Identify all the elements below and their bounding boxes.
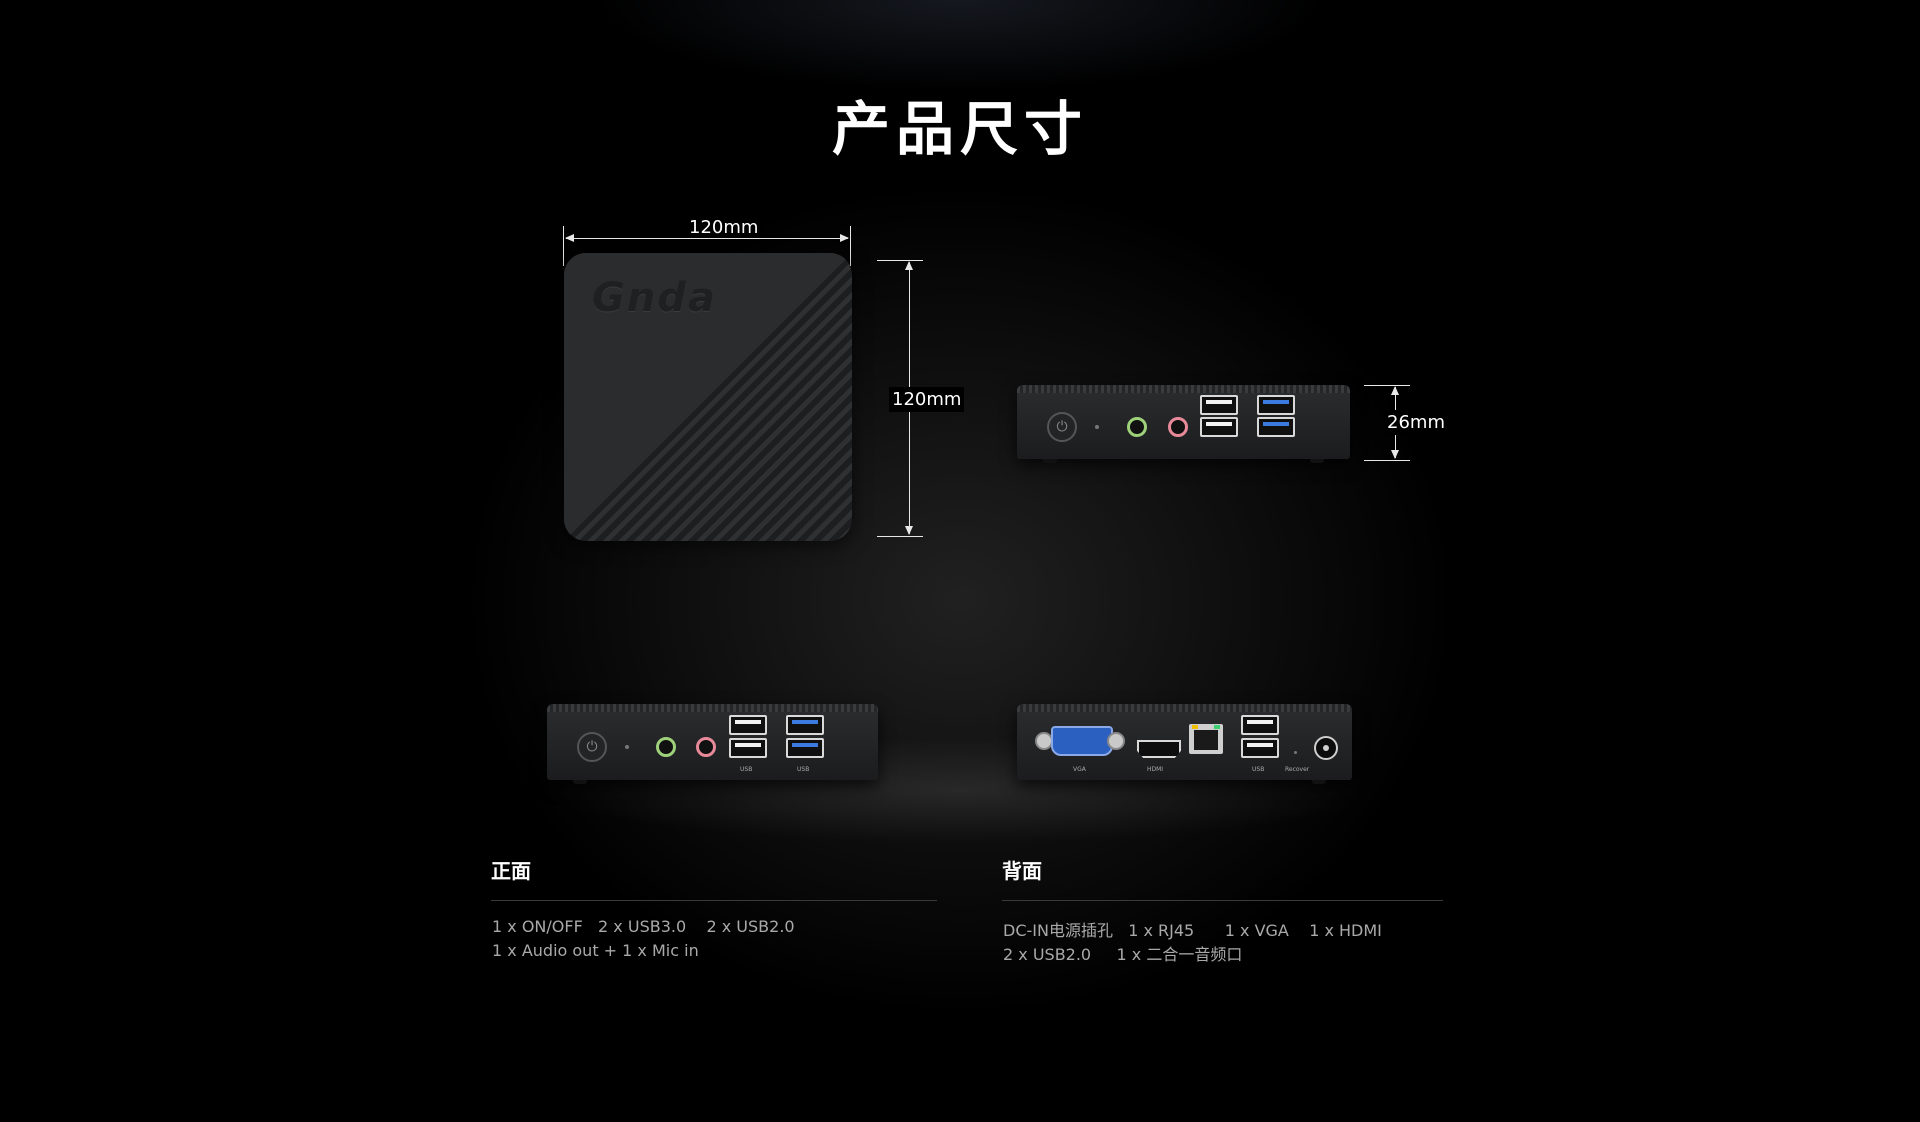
vga-port-icon (1051, 726, 1113, 756)
usb2-port-icon (1200, 395, 1238, 415)
width-extension-left (563, 226, 564, 266)
arrow-up-icon (905, 261, 913, 270)
device-foot (838, 780, 852, 784)
usb3-port-icon (786, 715, 824, 735)
rj45-port-icon (1189, 724, 1223, 754)
dc-in-port-icon (1314, 736, 1338, 760)
front-side-view-image: ⏻ (1017, 385, 1350, 463)
recover-pinhole-icon (1294, 751, 1297, 754)
usb2-port-icon (1241, 715, 1279, 735)
device-foot (1310, 459, 1324, 463)
arrow-down-icon (905, 526, 913, 535)
depth-extension-bottom (877, 536, 923, 537)
led-indicator (1095, 425, 1099, 429)
usb-port-label: USB (797, 766, 810, 773)
vga-port-label: VGA (1073, 766, 1086, 773)
width-dimension-line (566, 238, 848, 239)
mic-jack-icon (1168, 417, 1188, 437)
front-panel-image: ⏻ USB USB (547, 704, 878, 784)
hdmi-port-icon (1137, 740, 1181, 758)
back-spec-line-1: DC-IN电源插孔 1 x RJ45 1 x VGA 1 x HDMI (1003, 921, 1382, 940)
depth-label: 120mm (889, 387, 965, 412)
usb2-port-icon (729, 738, 767, 758)
arrow-left-icon (565, 234, 574, 242)
height-label: 26mm (1385, 410, 1447, 435)
device-foot (1043, 780, 1057, 784)
front-spec-heading: 正面 (491, 859, 531, 883)
led-indicator (625, 745, 629, 749)
device-foot (1043, 459, 1057, 463)
front-spec-line-1: 1 x ON/OFF 2 x USB3.0 2 x USB2.0 (492, 917, 795, 936)
usb-port-label: USB (1252, 766, 1265, 773)
rear-panel-image: VGA HDMI USB Recover (1017, 704, 1352, 784)
back-spec-heading: 背面 (1002, 859, 1042, 883)
device-foot (573, 780, 587, 784)
back-spec-line-2: 2 x USB2.0 1 x 二合一音频口 (1003, 945, 1243, 964)
front-spec-line-2: 1 x Audio out + 1 x Mic in (492, 941, 699, 960)
hdmi-port-label: HDMI (1147, 766, 1164, 773)
arrow-down-icon (1391, 450, 1399, 459)
vga-screw-icon (1107, 732, 1125, 750)
usb-port-label: USB (740, 766, 753, 773)
usb3-port-icon (1257, 395, 1295, 415)
device-foot (1312, 780, 1326, 784)
headphone-jack-icon (1127, 417, 1147, 437)
brand-logo: Gnda (592, 275, 717, 321)
height-extension-top (1364, 385, 1410, 386)
usb2-port-icon (1200, 417, 1238, 437)
width-label: 120mm (685, 217, 763, 238)
usb3-port-icon (786, 738, 824, 758)
usb2-port-icon (1241, 738, 1279, 758)
back-spec-divider (1002, 900, 1443, 901)
device-rim (547, 704, 878, 712)
width-extension-right (850, 226, 851, 266)
arrow-right-icon (840, 234, 849, 242)
mic-jack-icon (696, 737, 716, 757)
device-rim (1017, 704, 1352, 712)
device-rim (1017, 385, 1350, 393)
headphone-jack-icon (656, 737, 676, 757)
arrow-up-icon (1391, 386, 1399, 395)
power-icon: ⏻ (1047, 412, 1077, 442)
top-view-product-image: Gnda (564, 253, 852, 541)
power-icon: ⏻ (577, 732, 607, 762)
usb2-port-icon (729, 715, 767, 735)
depth-extension-top (877, 260, 923, 261)
front-spec-divider (491, 900, 937, 901)
page-title: 产品尺寸 (831, 95, 1088, 163)
usb3-port-icon (1257, 417, 1295, 437)
height-extension-bottom (1364, 460, 1410, 461)
recover-label: Recover (1285, 766, 1310, 773)
